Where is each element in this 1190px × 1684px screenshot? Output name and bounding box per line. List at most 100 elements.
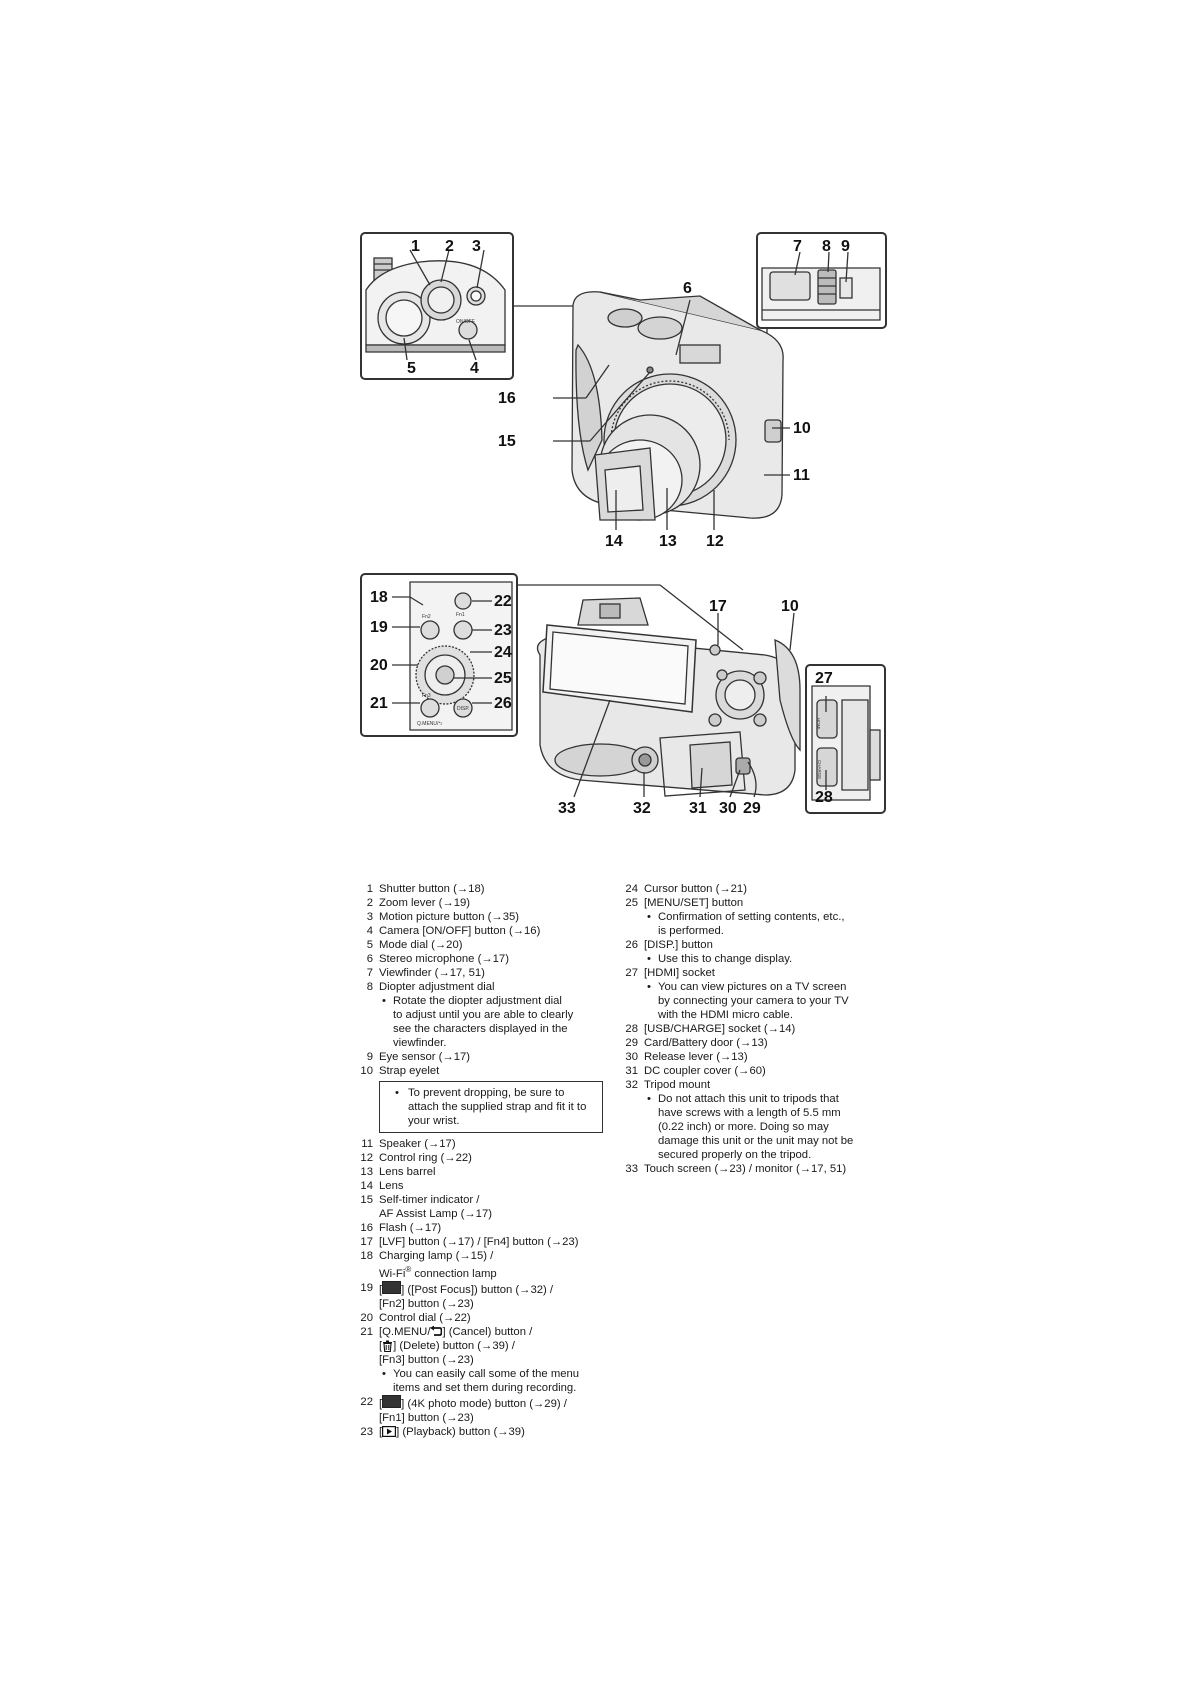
part-item-27: 27[HDMI] socket bbox=[625, 967, 715, 979]
callout-7: 7 bbox=[793, 238, 802, 255]
callout-22: 22 bbox=[494, 593, 512, 610]
callout-17: 17 bbox=[709, 598, 727, 615]
callout-33: 33 bbox=[558, 800, 576, 817]
inset-fn2-label: Fn2 bbox=[422, 614, 431, 620]
inset-side-sockets-drawing: HDMI CHARGE bbox=[811, 685, 881, 801]
callout-1: 1 bbox=[411, 238, 420, 255]
inset-viewfinder-drawing bbox=[761, 267, 881, 321]
callout-18: 18 bbox=[370, 589, 388, 606]
note-hdmi: • You can view pictures on a TV screen b… bbox=[647, 981, 849, 1021]
delete-trash-icon bbox=[383, 1340, 393, 1352]
callout-12: 12 bbox=[706, 533, 724, 550]
part-item-26: 26[DISP.] button bbox=[625, 939, 713, 951]
part-item-19: 19 [] ([Post Focus]) button (→32) / [Fn2… bbox=[360, 1280, 554, 1310]
callout-10b: 10 bbox=[781, 598, 799, 615]
inset-charge-label: CHARGE bbox=[817, 760, 822, 779]
inset-rear-buttons-drawing: Fn2 Fn1 Fn3 Q.MENU/⮌ DISP. bbox=[409, 581, 513, 731]
inset-viewfinder bbox=[756, 232, 887, 329]
inset-fn1-label: Fn1 bbox=[456, 612, 465, 618]
release-lever bbox=[735, 757, 751, 775]
camera-figures: ON/OFF bbox=[360, 232, 887, 817]
part-item-21: 21 [Q.MENU/] (Cancel) button / [] (Delet… bbox=[360, 1325, 533, 1366]
callout-29: 29 bbox=[743, 800, 761, 817]
callout-21: 21 bbox=[370, 695, 388, 712]
callout-19: 19 bbox=[370, 619, 388, 636]
callout-23: 23 bbox=[494, 622, 512, 639]
callout-20: 20 bbox=[370, 657, 388, 674]
callout-2: 2 bbox=[445, 238, 454, 255]
callout-8: 8 bbox=[822, 238, 831, 255]
callout-30: 30 bbox=[719, 800, 737, 817]
front-view-figure: ON/OFF bbox=[360, 232, 887, 530]
inset-qmenu-label: Q.MENU/⮌ bbox=[417, 720, 442, 727]
callout-26: 26 bbox=[494, 695, 512, 712]
callout-25: 25 bbox=[494, 670, 512, 687]
note-qmenu: • You can easily call some of the menu i… bbox=[382, 1367, 580, 1394]
callout-13: 13 bbox=[659, 533, 677, 550]
callout-9: 9 bbox=[841, 238, 850, 255]
callout-31: 31 bbox=[689, 800, 707, 817]
note-disp: • Use this to change display. bbox=[647, 953, 793, 965]
callout-32: 32 bbox=[633, 800, 651, 817]
playback-icon bbox=[382, 1426, 397, 1438]
note-menuset: • Confirmation of setting contents, etc.… bbox=[647, 911, 845, 937]
rear-view-figure: Fn2 Fn1 Fn3 Q.MENU/⮌ DISP. HDMI CHARGE bbox=[360, 573, 886, 814]
callout-14: 14 bbox=[605, 533, 623, 550]
part-item-28: 28[USB/CHARGE] socket (→14) bbox=[625, 1023, 796, 1035]
part-item-17: 17[LVF] button (→17) / [Fn4] button (→23… bbox=[360, 1236, 579, 1248]
callout-4: 4 bbox=[470, 360, 479, 377]
callout-28: 28 bbox=[815, 789, 833, 806]
callout-3: 3 bbox=[472, 238, 481, 255]
part-item-23: 23 [] (Playback) button (→39) bbox=[360, 1425, 525, 1438]
callout-27: 27 bbox=[815, 670, 833, 687]
inset-fn3-label: Fn3 bbox=[422, 693, 431, 699]
inset-side-sockets bbox=[805, 664, 886, 814]
part-item-25: 25[MENU/SET] button bbox=[625, 897, 744, 909]
inset-top-controls-drawing: ON/OFF bbox=[365, 257, 506, 353]
inset-on-off-label: ON/OFF bbox=[456, 319, 475, 325]
inset-disp-label: DISP. bbox=[457, 706, 469, 712]
callout-5: 5 bbox=[407, 360, 416, 377]
callout-10: 10 bbox=[793, 420, 811, 437]
cancel-return-icon bbox=[430, 1326, 443, 1337]
callout-15: 15 bbox=[498, 433, 516, 450]
part-item-22: 22 [] (4K photo mode) button (→29) / [Fn… bbox=[360, 1394, 567, 1424]
callout-6: 6 bbox=[683, 280, 692, 297]
post-focus-icon bbox=[382, 1280, 402, 1294]
4k-photo-icon bbox=[382, 1394, 402, 1408]
dc-coupler-cover bbox=[689, 741, 733, 789]
callout-16: 16 bbox=[498, 390, 516, 407]
inset-hdmi-label: HDMI bbox=[816, 718, 821, 730]
card-battery-door bbox=[659, 731, 746, 797]
callout-11: 11 bbox=[793, 467, 810, 484]
strap-warning-box: • To prevent dropping, be sure to attach… bbox=[379, 1081, 603, 1133]
callout-24: 24 bbox=[494, 644, 512, 661]
inset-rear-buttons bbox=[360, 573, 518, 737]
